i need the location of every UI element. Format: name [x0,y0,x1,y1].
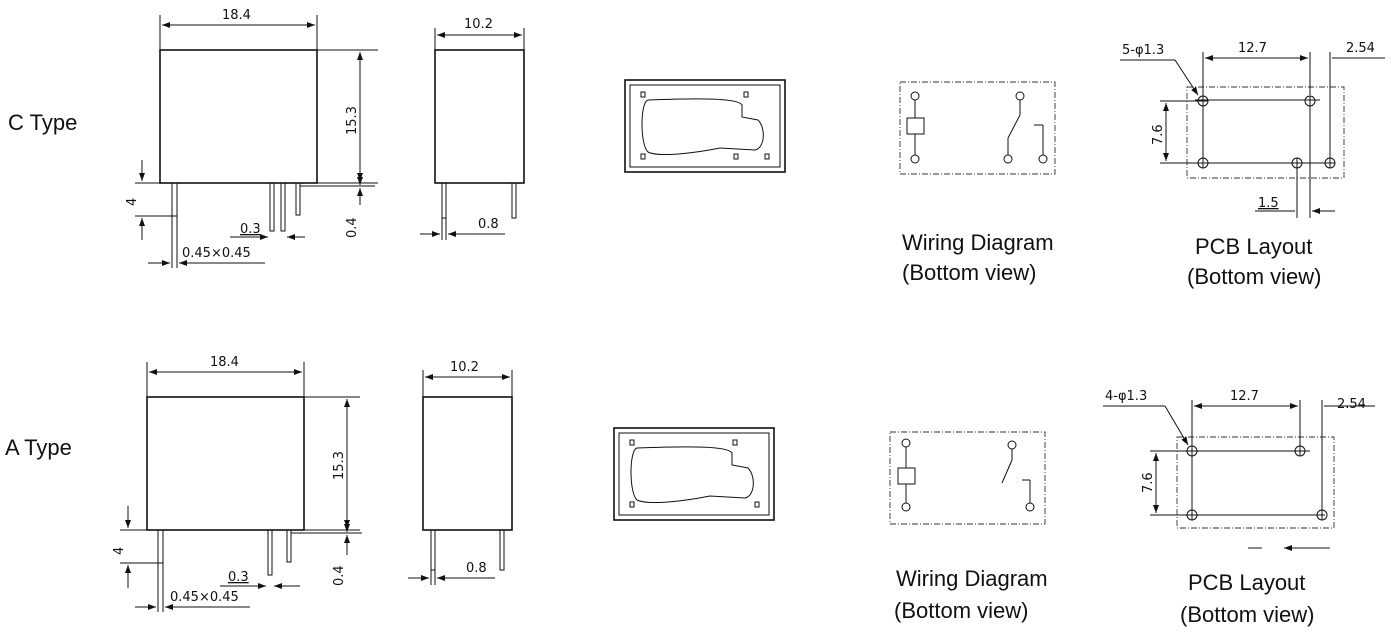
pcb-subtitle-c: (Bottom view) [1187,264,1321,289]
pcb-layout-c: 12.7 2.54 5-φ1.3 7.6 1.5 [1120,41,1385,218]
dim-height-a: 15.3 [332,451,347,480]
pcb-pitch-small-c: 2.54 [1346,41,1375,56]
wiring-diagram-c [899,81,1056,175]
pcb-holes-c: 5-φ1.3 [1122,43,1164,58]
dim-pin-offset-a: 4 [112,547,127,555]
wiring-subtitle-a: (Bottom view) [894,598,1028,623]
dim-side-width-a: 10.2 [450,360,479,375]
front-view-a: 18.4 15.3 0.4 4 0.3 0.45×0.45 [112,355,362,612]
dim-standoff-a: 0.4 [332,565,347,586]
pcb-offset-c: 1.5 [1258,196,1279,211]
wiring-title-a: Wiring Diagram [896,566,1048,591]
side-view-a: 10.2 0.8 [408,360,513,585]
pcb-layout-a: 12.7 2.54 4-φ1.3 7.6 [1103,389,1375,551]
pcb-pitch-x-c: 12.7 [1238,41,1267,56]
type-label-c: C Type [8,110,77,135]
side-view-c: 10.2 0.8 [420,17,525,240]
top-view-a [613,427,775,521]
dim-height-c: 15.3 [345,106,360,135]
pcb-pitch-x-a: 12.7 [1230,389,1259,404]
dim-pin-section-a: 0.45×0.45 [170,590,239,605]
dim-width-a: 18.4 [210,355,239,370]
type-label-a: A Type [5,435,72,460]
pcb-pitch-y-c: 7.6 [1151,124,1166,145]
wiring-diagram-a [889,431,1046,525]
dim-pin-section-c: 0.45×0.45 [182,246,251,261]
wiring-title-c: Wiring Diagram [902,230,1054,255]
pcb-title-c: PCB Layout [1195,234,1312,259]
pcb-pitch-small-a: 2.54 [1337,397,1366,412]
pcb-holes-a: 4-φ1.3 [1105,389,1147,404]
dim-width-c: 18.4 [222,8,251,23]
top-view-c [624,79,786,173]
dim-side-width-c: 10.2 [464,17,493,32]
dim-standoff-c: 0.4 [345,217,360,238]
pcb-title-a: PCB Layout [1188,570,1305,595]
pcb-pitch-y-a: 7.6 [1141,472,1156,493]
dim-side-pin-c: 0.8 [478,217,499,232]
dim-side-pin-a: 0.8 [466,561,487,576]
wiring-subtitle-c: (Bottom view) [902,260,1036,285]
dim-pin-gap-c: 0.3 [240,222,261,237]
front-view-c: 18.4 15.3 0.4 4 0.3 0.45×0.45 [125,8,378,268]
dim-pin-gap-a: 0.3 [228,570,249,585]
dim-pin-offset-c: 4 [125,198,140,206]
pcb-subtitle-a: (Bottom view) [1180,602,1314,627]
